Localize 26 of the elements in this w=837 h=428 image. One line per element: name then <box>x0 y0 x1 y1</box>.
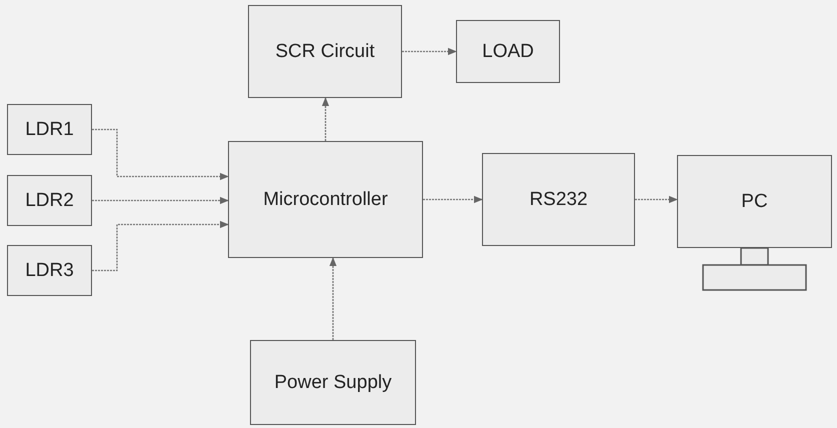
block-label: Microcontroller <box>263 188 388 210</box>
block-label: LOAD <box>482 40 534 62</box>
block-box <box>677 155 832 248</box>
block-label: LDR3 <box>25 260 74 282</box>
block-box <box>456 20 560 83</box>
block-box <box>248 5 402 98</box>
block-box <box>482 153 635 246</box>
block-box <box>7 245 92 296</box>
arrow <box>92 220 229 272</box>
block-box <box>250 340 416 425</box>
arrow <box>402 48 457 56</box>
block-box <box>228 141 423 258</box>
block-label: LDR1 <box>25 118 74 140</box>
arrow <box>322 97 330 141</box>
arrow <box>92 196 229 204</box>
arrow <box>329 257 337 340</box>
block-label: Power Supply <box>274 372 392 394</box>
block-label: RS232 <box>529 188 588 210</box>
block-label: PC <box>741 190 768 212</box>
arrow <box>423 196 483 204</box>
block-box <box>7 175 92 226</box>
block-label: SCR Circuit <box>275 40 375 62</box>
arrow <box>635 196 678 204</box>
block-box <box>7 104 92 155</box>
block-label: LDR2 <box>25 190 74 212</box>
arrow <box>92 128 229 180</box>
